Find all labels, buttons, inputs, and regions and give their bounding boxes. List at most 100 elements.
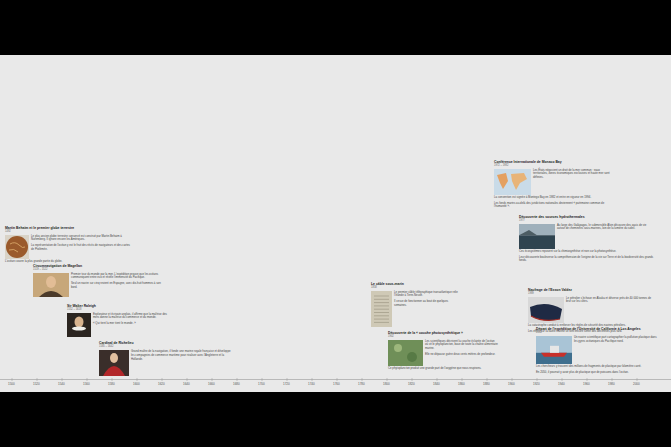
event-text: Au large des Galápagos, le submersible A… — [557, 224, 654, 233]
event-title: Le câble sous-marin — [371, 282, 461, 286]
event-row: Au large des Galápagos, le submersible A… — [519, 224, 654, 249]
axis-tick — [212, 378, 213, 381]
event-row: Grand maître de la navigation, il fonde … — [99, 350, 231, 376]
event-body: Les chercheurs y trouvent des millions d… — [536, 365, 658, 369]
axis-tick — [162, 378, 163, 381]
event-entry: Le câble sous-marin1858 Le premier câble … — [371, 282, 461, 327]
event-date: 1552 – 1618 — [67, 308, 171, 311]
event-date: 1902 — [388, 335, 498, 338]
event-entry: Conférence Internationale de Monaco Bay1… — [494, 160, 614, 211]
event-row: Explorateur et écrivain anglais, il affi… — [67, 313, 171, 337]
year-label: 1680 — [233, 382, 240, 386]
event-body: Les États négocient un droit de la mer c… — [533, 169, 614, 180]
axis-tick — [362, 378, 363, 381]
event-picture — [5, 235, 29, 259]
axis-tick — [312, 378, 313, 381]
event-text: Le pétrolier s'échoue en Alaska et déver… — [566, 297, 653, 306]
axis-tick — [237, 378, 238, 381]
event-picture — [99, 350, 129, 376]
year-label: 1760 — [333, 382, 340, 386]
year-label: 1660 — [208, 382, 215, 386]
event-date: 1858 — [371, 286, 461, 289]
year-label: 1500 — [8, 382, 15, 386]
event-text: Le premier câble télégraphique transatla… — [394, 291, 461, 309]
event-row: Premier tour du monde par la mer. L'expé… — [33, 273, 165, 297]
event-text: Explorateur et écrivain anglais, il affi… — [93, 313, 171, 327]
event-title: Conférence Internationale de Monaco Bay — [494, 160, 614, 164]
event-title: Naufrage de l'Exxon Valdez — [528, 288, 653, 292]
event-title: Découverte des sources hydrothermales — [519, 215, 654, 219]
event-entry: Martin Behaim et le premier globe terres… — [5, 226, 130, 266]
event-picture — [33, 273, 69, 297]
event-body: La convention est signée à Montego Bay e… — [494, 196, 614, 200]
event-body: Elle ne dépasse guère deux cents mètres … — [425, 353, 498, 357]
event-text: Les scientifiques décrivent la couche éc… — [425, 340, 498, 358]
year-label: 1900 — [508, 382, 515, 386]
event-body: Au large des Galápagos, le submersible A… — [557, 224, 654, 232]
year-label: 1860 — [458, 382, 465, 386]
event-title: Cardinal de Richelieu — [99, 341, 231, 345]
axis-tick — [62, 378, 63, 381]
event-entry: Sir Walter Raleigh1552 – 1618Explorateur… — [67, 304, 171, 337]
event-row: Un navire scientifique part cartographie… — [536, 336, 658, 364]
event-body: Le plus ancien globe terrestre conservé … — [31, 235, 130, 243]
event-picture — [494, 169, 531, 195]
event-body: Premier tour du monde par la mer. L'expé… — [71, 273, 165, 281]
event-picture — [528, 297, 564, 323]
event-body: La représentation de l'océan y est le fr… — [31, 244, 130, 252]
axis-tick — [562, 378, 563, 381]
axis-tick — [137, 378, 138, 381]
event-body: Un navire scientifique part cartographie… — [574, 336, 658, 344]
axis-line — [0, 379, 671, 380]
axis-tick — [412, 378, 413, 381]
year-label: 1980 — [608, 382, 615, 386]
axis-tick — [37, 378, 38, 381]
event-body: L'océan couvre la plus grande partie du … — [5, 260, 130, 264]
event-entry: Cardinal de Richelieu1585 – 1642Grand ma… — [99, 341, 231, 376]
event-row: Le plus ancien globe terrestre conservé … — [5, 235, 130, 259]
year-label: 1940 — [558, 382, 565, 386]
event-body: Leur découverte bouleverse la compréhens… — [519, 256, 654, 264]
event-body: Explorateur et écrivain anglais, il affi… — [93, 313, 171, 321]
axis-tick — [637, 378, 638, 381]
event-text: Un navire scientifique part cartographie… — [574, 336, 658, 345]
event-title: Départ de l'expédition de l'Université d… — [536, 327, 658, 331]
axis-tick — [262, 378, 263, 381]
event-text: Grand maître de la navigation, il fonde … — [131, 350, 231, 363]
event-body: Il cesse de fonctionner au bout de quelq… — [394, 300, 461, 308]
event-title: Circumnavigation de Magellan — [33, 264, 165, 268]
axis-tick — [337, 378, 338, 381]
event-entry: Circumnavigation de Magellan1519 – 1522P… — [33, 264, 165, 297]
axis-tick — [437, 378, 438, 381]
event-row: Le premier câble télégraphique transatla… — [371, 291, 461, 327]
year-label: 1740 — [308, 382, 315, 386]
axis-tick — [187, 378, 188, 381]
year-label: 1620 — [158, 382, 165, 386]
event-picture — [519, 224, 555, 249]
year-label: 1520 — [33, 382, 40, 386]
event-text: Premier tour du monde par la mer. L'expé… — [71, 273, 165, 291]
event-body: Les scientifiques décrivent la couche éc… — [425, 340, 498, 351]
year-label: 1600 — [133, 382, 140, 386]
event-picture — [67, 313, 91, 337]
axis-tick — [12, 378, 13, 381]
event-row: Le pétrolier s'échoue en Alaska et déver… — [528, 297, 653, 323]
year-label: 1700 — [258, 382, 265, 386]
event-body: Les fonds marins au-delà des juridiction… — [494, 202, 614, 210]
event-date: 1519 – 1522 — [33, 268, 165, 271]
year-label: 1540 — [58, 382, 65, 386]
event-row: Les scientifiques décrivent la couche éc… — [388, 340, 498, 366]
event-body: Ces écosystèmes reposent sur la chimiosy… — [519, 250, 654, 254]
event-entry: Découverte des sources hydrothermales197… — [519, 215, 654, 265]
event-date: 1989 — [528, 292, 653, 295]
event-date: 1977 — [519, 219, 654, 222]
event-body: Ce phytoplancton produit une grande part… — [388, 367, 498, 371]
event-text: Le plus ancien globe terrestre conservé … — [31, 235, 130, 253]
event-date: 1585 – 1642 — [99, 345, 231, 348]
event-title: Martin Behaim et le premier globe terres… — [5, 226, 130, 230]
event-date: 2010 — [536, 331, 658, 334]
year-label: 1960 — [583, 382, 590, 386]
event-body: Le premier câble télégraphique transatla… — [394, 291, 461, 299]
axis-tick — [462, 378, 463, 381]
year-label: 2000 — [633, 382, 640, 386]
